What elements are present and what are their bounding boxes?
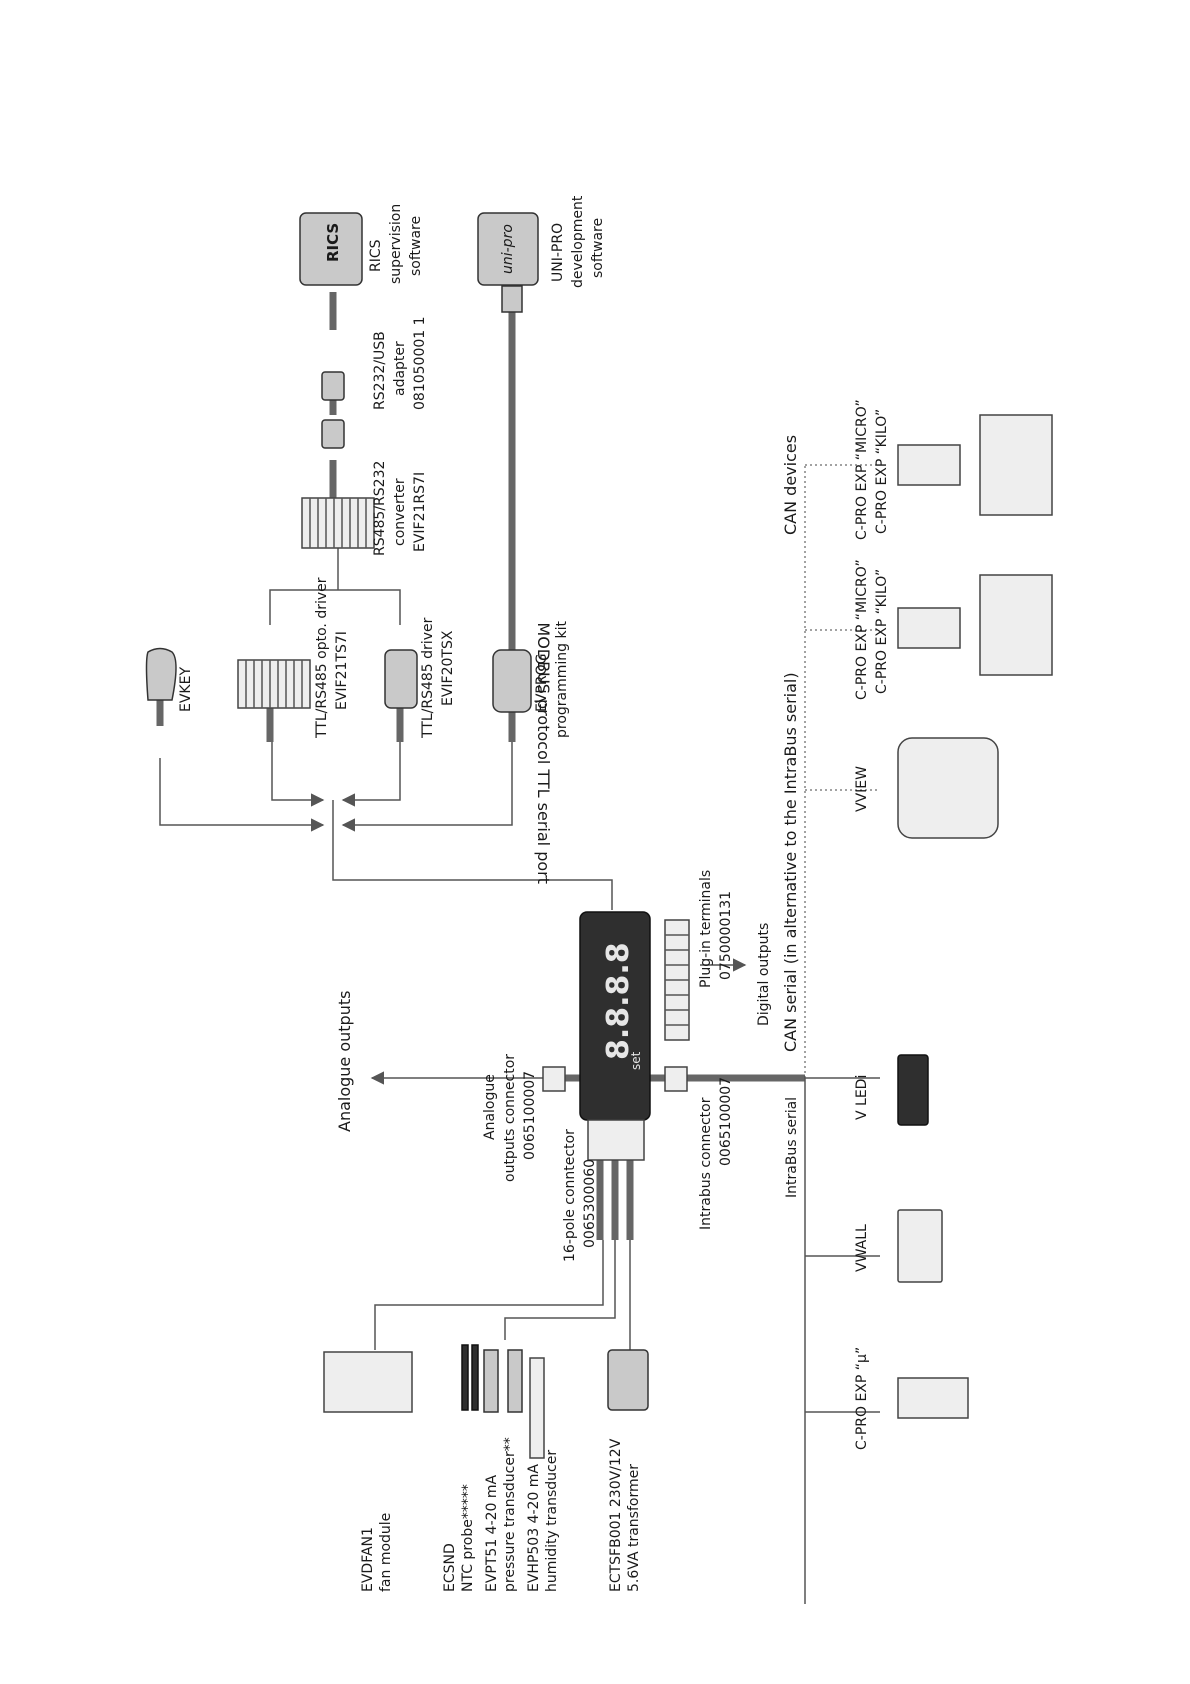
devices: RICS uni-pro 8.8.8.8 set xyxy=(145,212,1053,1459)
svg-text:NTC probe*****: NTC probe***** xyxy=(460,1484,476,1592)
svg-text:supervision: supervision xyxy=(388,204,404,284)
svg-text:EVIF20TSX: EVIF20TSX xyxy=(440,630,456,706)
rics-logo-icon: RICS xyxy=(324,223,342,262)
evpt51-label: EVPT51 4-20 mA xyxy=(484,1474,500,1592)
unipro-logo-icon: uni-pro xyxy=(500,224,516,274)
svg-text:humidity transducer: humidity transducer xyxy=(544,1450,560,1592)
vledi-device xyxy=(897,1054,929,1126)
can-device-micro-b xyxy=(897,414,1053,516)
svg-text:development: development xyxy=(570,195,586,288)
svg-text:EVIF21TS7I: EVIF21TS7I xyxy=(334,631,350,710)
svg-text:C-PRO EXP “KILO”: C-PRO EXP “KILO” xyxy=(874,409,890,534)
intrabus-connector-label: Intrabus connector xyxy=(698,1097,714,1230)
unipro-device: uni-pro xyxy=(477,212,539,313)
svg-text:0065100007: 0065100007 xyxy=(522,1071,538,1160)
modbus-label: MODBUS protocol TTL serial port xyxy=(534,622,553,884)
evdfan-label: EVDFAN1 xyxy=(360,1527,376,1592)
usb-adapter-label: RS232/USB xyxy=(372,331,388,410)
cpro-micro-b-label: C-PRO EXP “MICRO” xyxy=(854,399,870,540)
svg-text:0065100007: 0065100007 xyxy=(718,1077,734,1166)
intrabus-serial-label: IntraBus serial xyxy=(784,1097,800,1198)
vview-device xyxy=(897,737,999,839)
vwall-device xyxy=(897,1209,943,1283)
cpro-mu-device xyxy=(897,1377,969,1419)
digital-outputs-label: Digital outputs xyxy=(756,923,772,1026)
can-serial-label: CAN serial (in alternative to the IntraB… xyxy=(781,672,800,1052)
ecsnd-label: ECSND xyxy=(442,1543,458,1592)
unipro-label: UNI-PRO xyxy=(550,223,566,282)
svg-text:pressure transducer**: pressure transducer** xyxy=(502,1437,518,1592)
can-devices-label: CAN devices xyxy=(781,435,800,535)
controller-display-icon: 8.8.8.8 set xyxy=(579,911,651,1121)
svg-text:C-PRO EXP “KILO”: C-PRO EXP “KILO” xyxy=(874,569,890,694)
rics-label: RICS xyxy=(368,239,384,272)
cpro-mu-label: C-PRO EXP “μ” xyxy=(854,1347,870,1450)
evkey-device xyxy=(145,647,177,701)
evprog-label: EVPROG xyxy=(534,654,550,712)
controller-digits: 8.8.8.8 xyxy=(601,942,636,1060)
transformer-device xyxy=(607,1349,649,1411)
evprog-device xyxy=(492,649,532,713)
converter-label: RS485/RS232 xyxy=(372,461,388,556)
cpro-micro-a-label: C-PRO EXP “MICRO” xyxy=(854,559,870,700)
can-device-micro-a xyxy=(897,574,1053,676)
svg-text:5.6VA transformer: 5.6VA transformer xyxy=(626,1464,642,1592)
labels: RICS supervision software UNI-PRO develo… xyxy=(178,195,890,1592)
svg-text:081050001 1: 081050001 1 xyxy=(412,316,428,410)
plugin-terminals xyxy=(664,919,690,1041)
analogue-connector xyxy=(542,1066,566,1092)
pole-connector xyxy=(587,1119,645,1161)
evkey-label: EVKEY xyxy=(178,667,194,712)
svg-text:EVIF21RS7I: EVIF21RS7I xyxy=(412,472,428,552)
set-key: set xyxy=(629,1051,643,1070)
connection-lines xyxy=(156,292,880,1604)
svg-text:0750000131: 0750000131 xyxy=(718,891,734,980)
probe-devices xyxy=(461,1344,545,1459)
svg-text:programming kit: programming kit xyxy=(554,621,570,738)
vview-label: VVIEW xyxy=(854,766,870,812)
driver-label: TTL/RS485 driver xyxy=(420,617,436,739)
opto-driver-device xyxy=(237,659,311,709)
analogue-outputs-label: Analogue outputs xyxy=(335,991,354,1132)
opto-label: TTL/RS485 opto. driver xyxy=(314,577,330,739)
analogue-connector-label: Analogue xyxy=(482,1074,498,1140)
evhp503-label: EVHP503 4-20 mA xyxy=(526,1464,542,1592)
svg-text:fan module: fan module xyxy=(378,1513,394,1592)
svg-text:outputs connector: outputs connector xyxy=(502,1054,518,1182)
svg-text:0065300060: 0065300060 xyxy=(582,1159,598,1248)
vledi-label: V LEDi xyxy=(854,1075,870,1120)
svg-text:adapter: adapter xyxy=(392,341,408,396)
rics-device: RICS xyxy=(299,212,363,286)
transformer-label: ECTSFB001 230V/12V xyxy=(608,1438,624,1592)
svg-text:software: software xyxy=(590,218,606,278)
svg-text:software: software xyxy=(408,216,424,276)
svg-text:converter: converter xyxy=(392,478,408,546)
pole-connector-label: 16-pole conntector xyxy=(562,1129,578,1262)
usb-adapter-plug xyxy=(321,371,345,401)
vwall-label: VWALL xyxy=(854,1224,870,1272)
plugin-terminals-label: Plug-in terminals xyxy=(698,870,714,988)
rs232-plug xyxy=(321,419,345,449)
intrabus-connector xyxy=(664,1066,688,1092)
ttl-driver-device xyxy=(384,649,418,709)
rs485-converter-device xyxy=(301,497,375,549)
evdfan-device xyxy=(323,1351,413,1413)
